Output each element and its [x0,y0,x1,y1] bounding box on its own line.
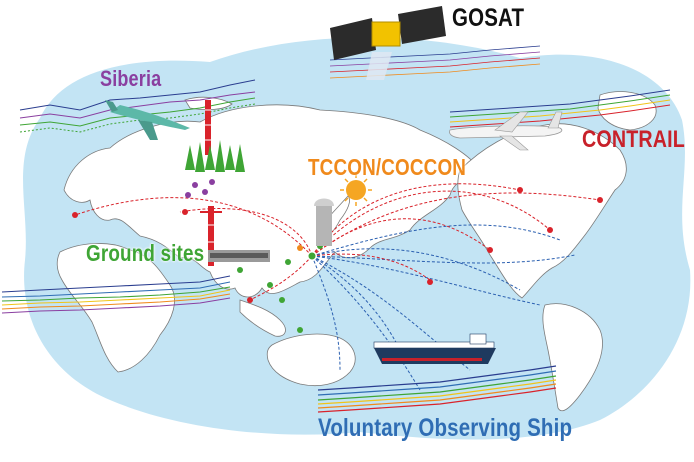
europe-asia-landmass [63,104,481,298]
observatory-icon [314,198,334,246]
world-map [56,91,657,412]
airplane-icon [105,100,190,140]
north-america-landmass [457,123,627,299]
ground-sites-data-lines [1,275,231,314]
satellite-icon [330,6,446,60]
tower-icon [205,100,211,155]
station-building-icon [208,250,270,262]
tccon-coccon-label: TCCON/COCCON [308,154,467,180]
jet-airliner-icon [449,111,563,151]
forest-icon [185,140,245,172]
siberia-label: Siberia [100,66,162,91]
sun-icon [340,174,372,206]
ship-routes [311,224,576,391]
australia-landmass [266,333,356,387]
ground-sites-label: Ground sites [86,240,205,266]
gosat-data-panel [329,45,541,79]
flight-routes [74,183,601,301]
ground-tower-icon [200,206,222,266]
gosat-label: GOSAT [452,4,525,32]
south-america-landmass [542,303,603,412]
southeast-asia [239,299,286,337]
greenland [597,91,657,131]
ship-icon [373,333,496,364]
ship-data-lines [317,365,557,413]
site-markers [72,179,603,333]
voluntary-observing-ship-label: Voluntary Observing Ship [318,414,573,442]
contrail-label: CONTRAIL [582,126,685,153]
gosat-beam [366,52,392,80]
